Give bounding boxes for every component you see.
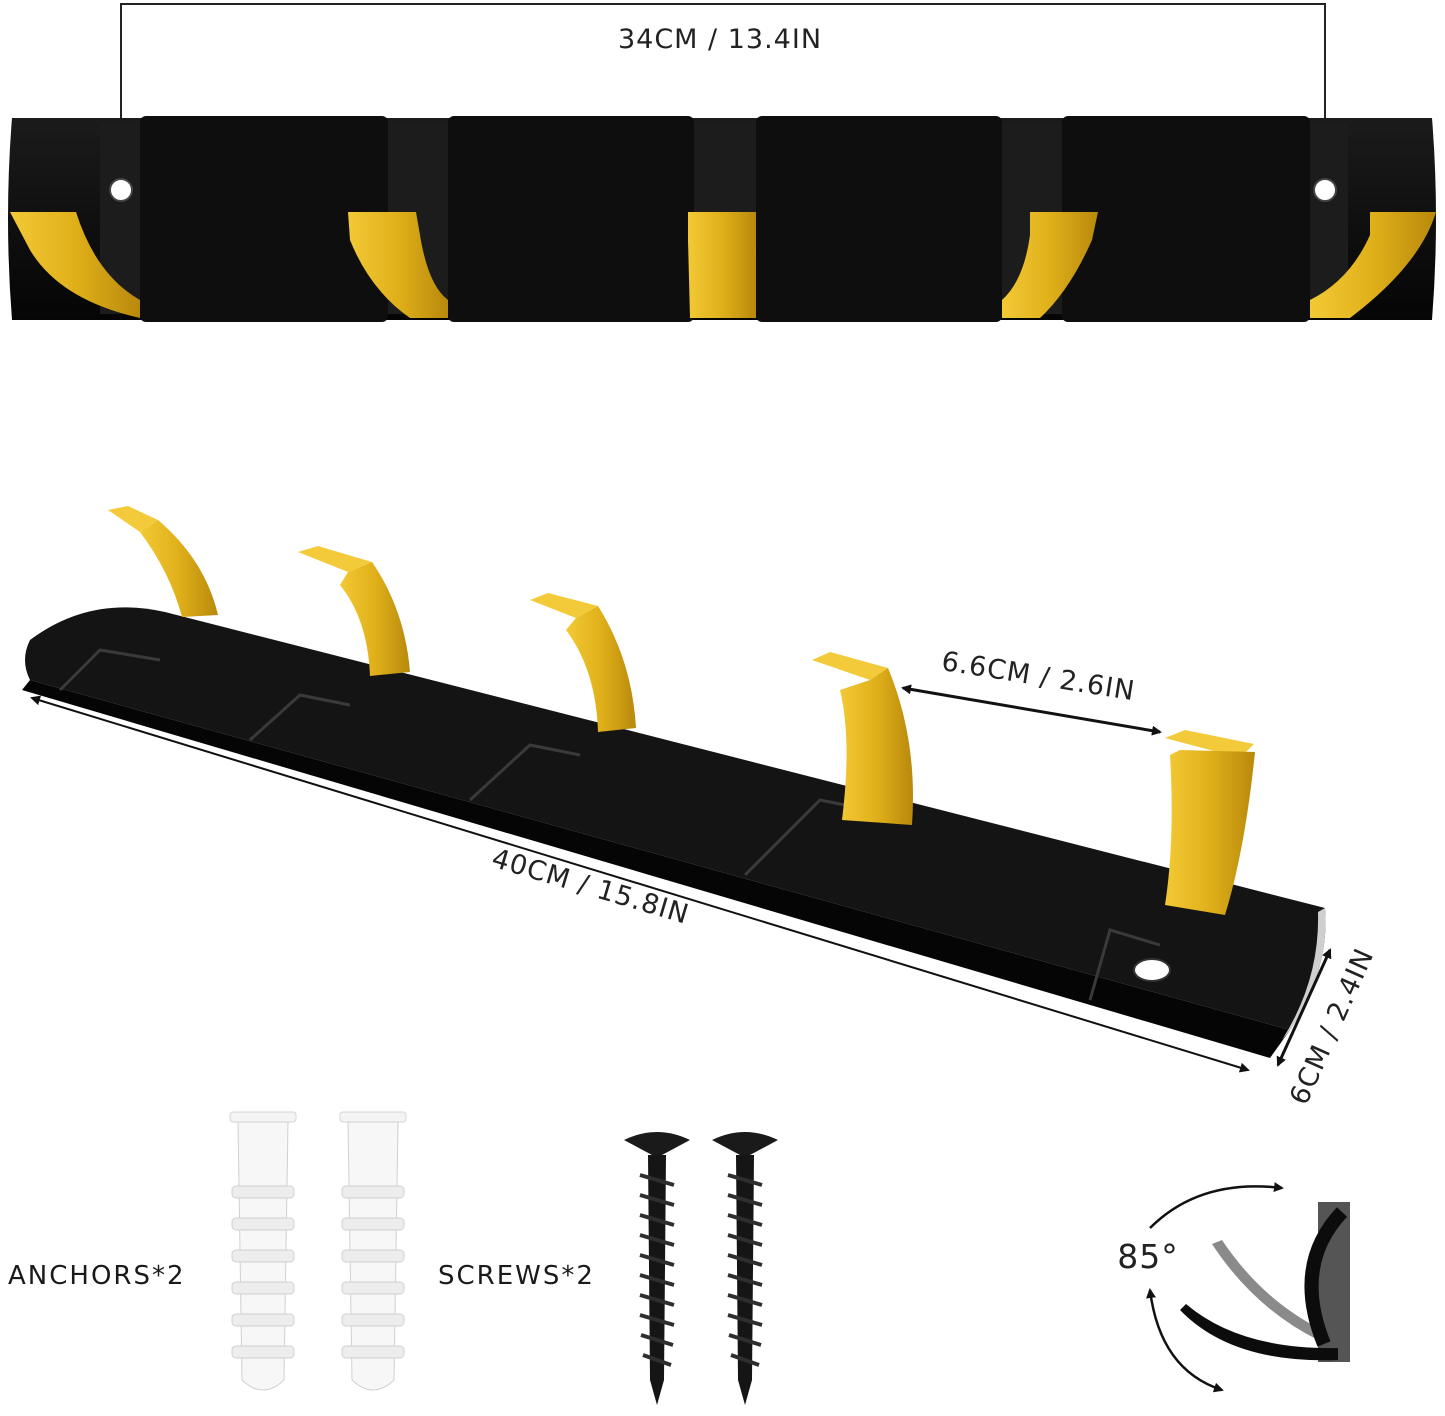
angled-view-rack: 40CM / 15.8IN 6.6CM / 2.6IN 6CM / 2.4IN <box>22 506 1380 1109</box>
hook-top-1 <box>10 212 140 318</box>
width-dimension-label: 34CM / 13.4IN <box>618 24 822 55</box>
rotation-arrow-bottom <box>1146 1288 1224 1393</box>
hook-top-2 <box>348 212 448 318</box>
rotation-arrow-top <box>1149 1182 1284 1229</box>
hook-top-5 <box>1310 212 1436 318</box>
folded-hook-gray <box>1212 1240 1322 1340</box>
fold-angle-label: 85° <box>1117 1237 1179 1276</box>
top-view-rack: 34CM / 13.4IN <box>8 3 1436 322</box>
hook-angled-1 <box>108 506 218 617</box>
plate-4 <box>1062 116 1310 322</box>
hook-top-3 <box>688 212 756 318</box>
hook-top-4 <box>1002 212 1098 318</box>
mount-hole-right <box>1313 178 1337 202</box>
plate-2 <box>448 116 694 322</box>
screw-2 <box>712 1132 778 1405</box>
screw-1 <box>624 1132 690 1405</box>
accessories-section: ANCHORS*2 SCREWS*2 <box>8 1111 778 1405</box>
anchors-label: ANCHORS*2 <box>8 1261 186 1291</box>
length-dimension-line <box>30 695 1250 1073</box>
plate-1 <box>140 116 388 322</box>
screws-label: SCREWS*2 <box>438 1261 595 1291</box>
wall-anchor-1 <box>229 1111 297 1391</box>
height-dimension-line <box>1276 948 1332 1067</box>
spacing-dimension-line <box>901 684 1162 736</box>
width-bracket-line <box>120 3 1326 170</box>
rack-top-face <box>25 607 1326 1030</box>
fold-angle-diagram: 85° <box>1117 1182 1350 1393</box>
hook-angled-2 <box>298 546 410 676</box>
plate-3 <box>756 116 1002 322</box>
mount-hole-angled <box>1133 958 1171 982</box>
fold-hook-arc <box>1304 1207 1348 1347</box>
wall-anchor-2 <box>339 1111 407 1391</box>
mount-hole-left <box>109 178 133 202</box>
